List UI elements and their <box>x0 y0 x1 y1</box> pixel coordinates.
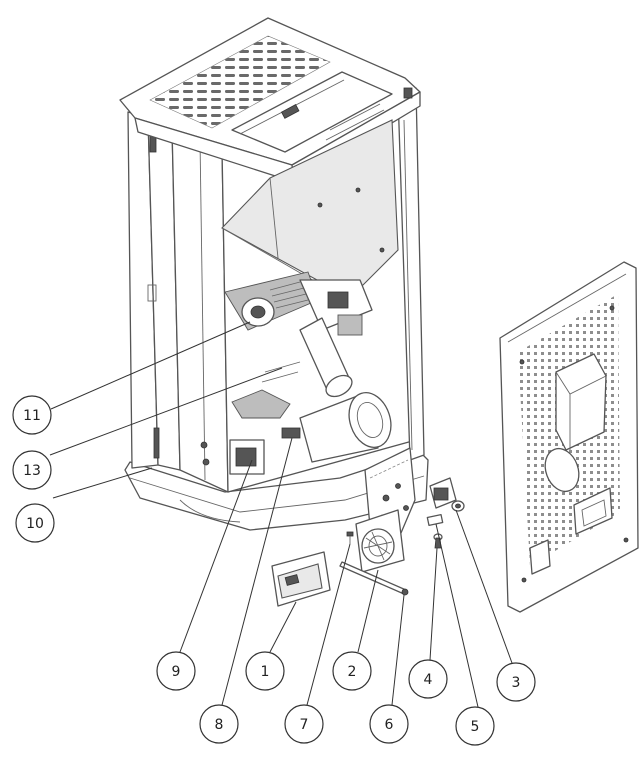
callout-6: 6 <box>369 704 409 744</box>
stove-body <box>119 17 429 551</box>
exhaust-pipe <box>299 392 392 463</box>
callout-9: 9 <box>156 651 196 691</box>
callout-5: 5 <box>455 706 495 746</box>
part-round-fan <box>355 509 405 573</box>
leader-lines <box>49 321 513 708</box>
svg-text:3: 3 <box>512 675 521 691</box>
svg-text:10: 10 <box>26 516 44 532</box>
callout-8: 8 <box>199 704 239 744</box>
callout-10: 10 <box>15 503 55 543</box>
svg-text:7: 7 <box>300 717 309 733</box>
left-side-panel <box>171 127 229 493</box>
hopper-cover <box>231 71 393 153</box>
svg-text:4: 4 <box>424 672 433 688</box>
lid-vent-slots <box>149 35 331 129</box>
part-fitting <box>429 477 465 512</box>
callout-11: 11 <box>12 395 52 435</box>
burner-pot <box>231 389 291 419</box>
callout-13: 13 <box>12 450 52 490</box>
part-small-block <box>426 513 444 527</box>
rear-panel <box>499 261 639 613</box>
svg-text:8: 8 <box>215 717 224 733</box>
callout-7: 7 <box>284 704 324 744</box>
callout-1: 1 <box>245 651 285 691</box>
callout-2: 2 <box>332 651 372 691</box>
svg-text:6: 6 <box>385 717 394 733</box>
sensor-bracket <box>281 427 301 439</box>
part-control-display <box>271 551 331 607</box>
pellet-hopper <box>221 119 399 299</box>
callout-4: 4 <box>408 659 448 699</box>
svg-text:9: 9 <box>172 664 181 680</box>
callout-3: 3 <box>496 662 536 702</box>
electrical-box <box>200 439 265 475</box>
svg-text:5: 5 <box>471 719 480 735</box>
stove-base <box>124 451 429 531</box>
svg-text:13: 13 <box>23 463 41 479</box>
svg-text:2: 2 <box>348 664 357 680</box>
fan-motor-assembly <box>224 271 373 336</box>
part-screw <box>346 531 354 544</box>
svg-text:1: 1 <box>261 664 270 680</box>
svg-text:11: 11 <box>23 408 41 424</box>
